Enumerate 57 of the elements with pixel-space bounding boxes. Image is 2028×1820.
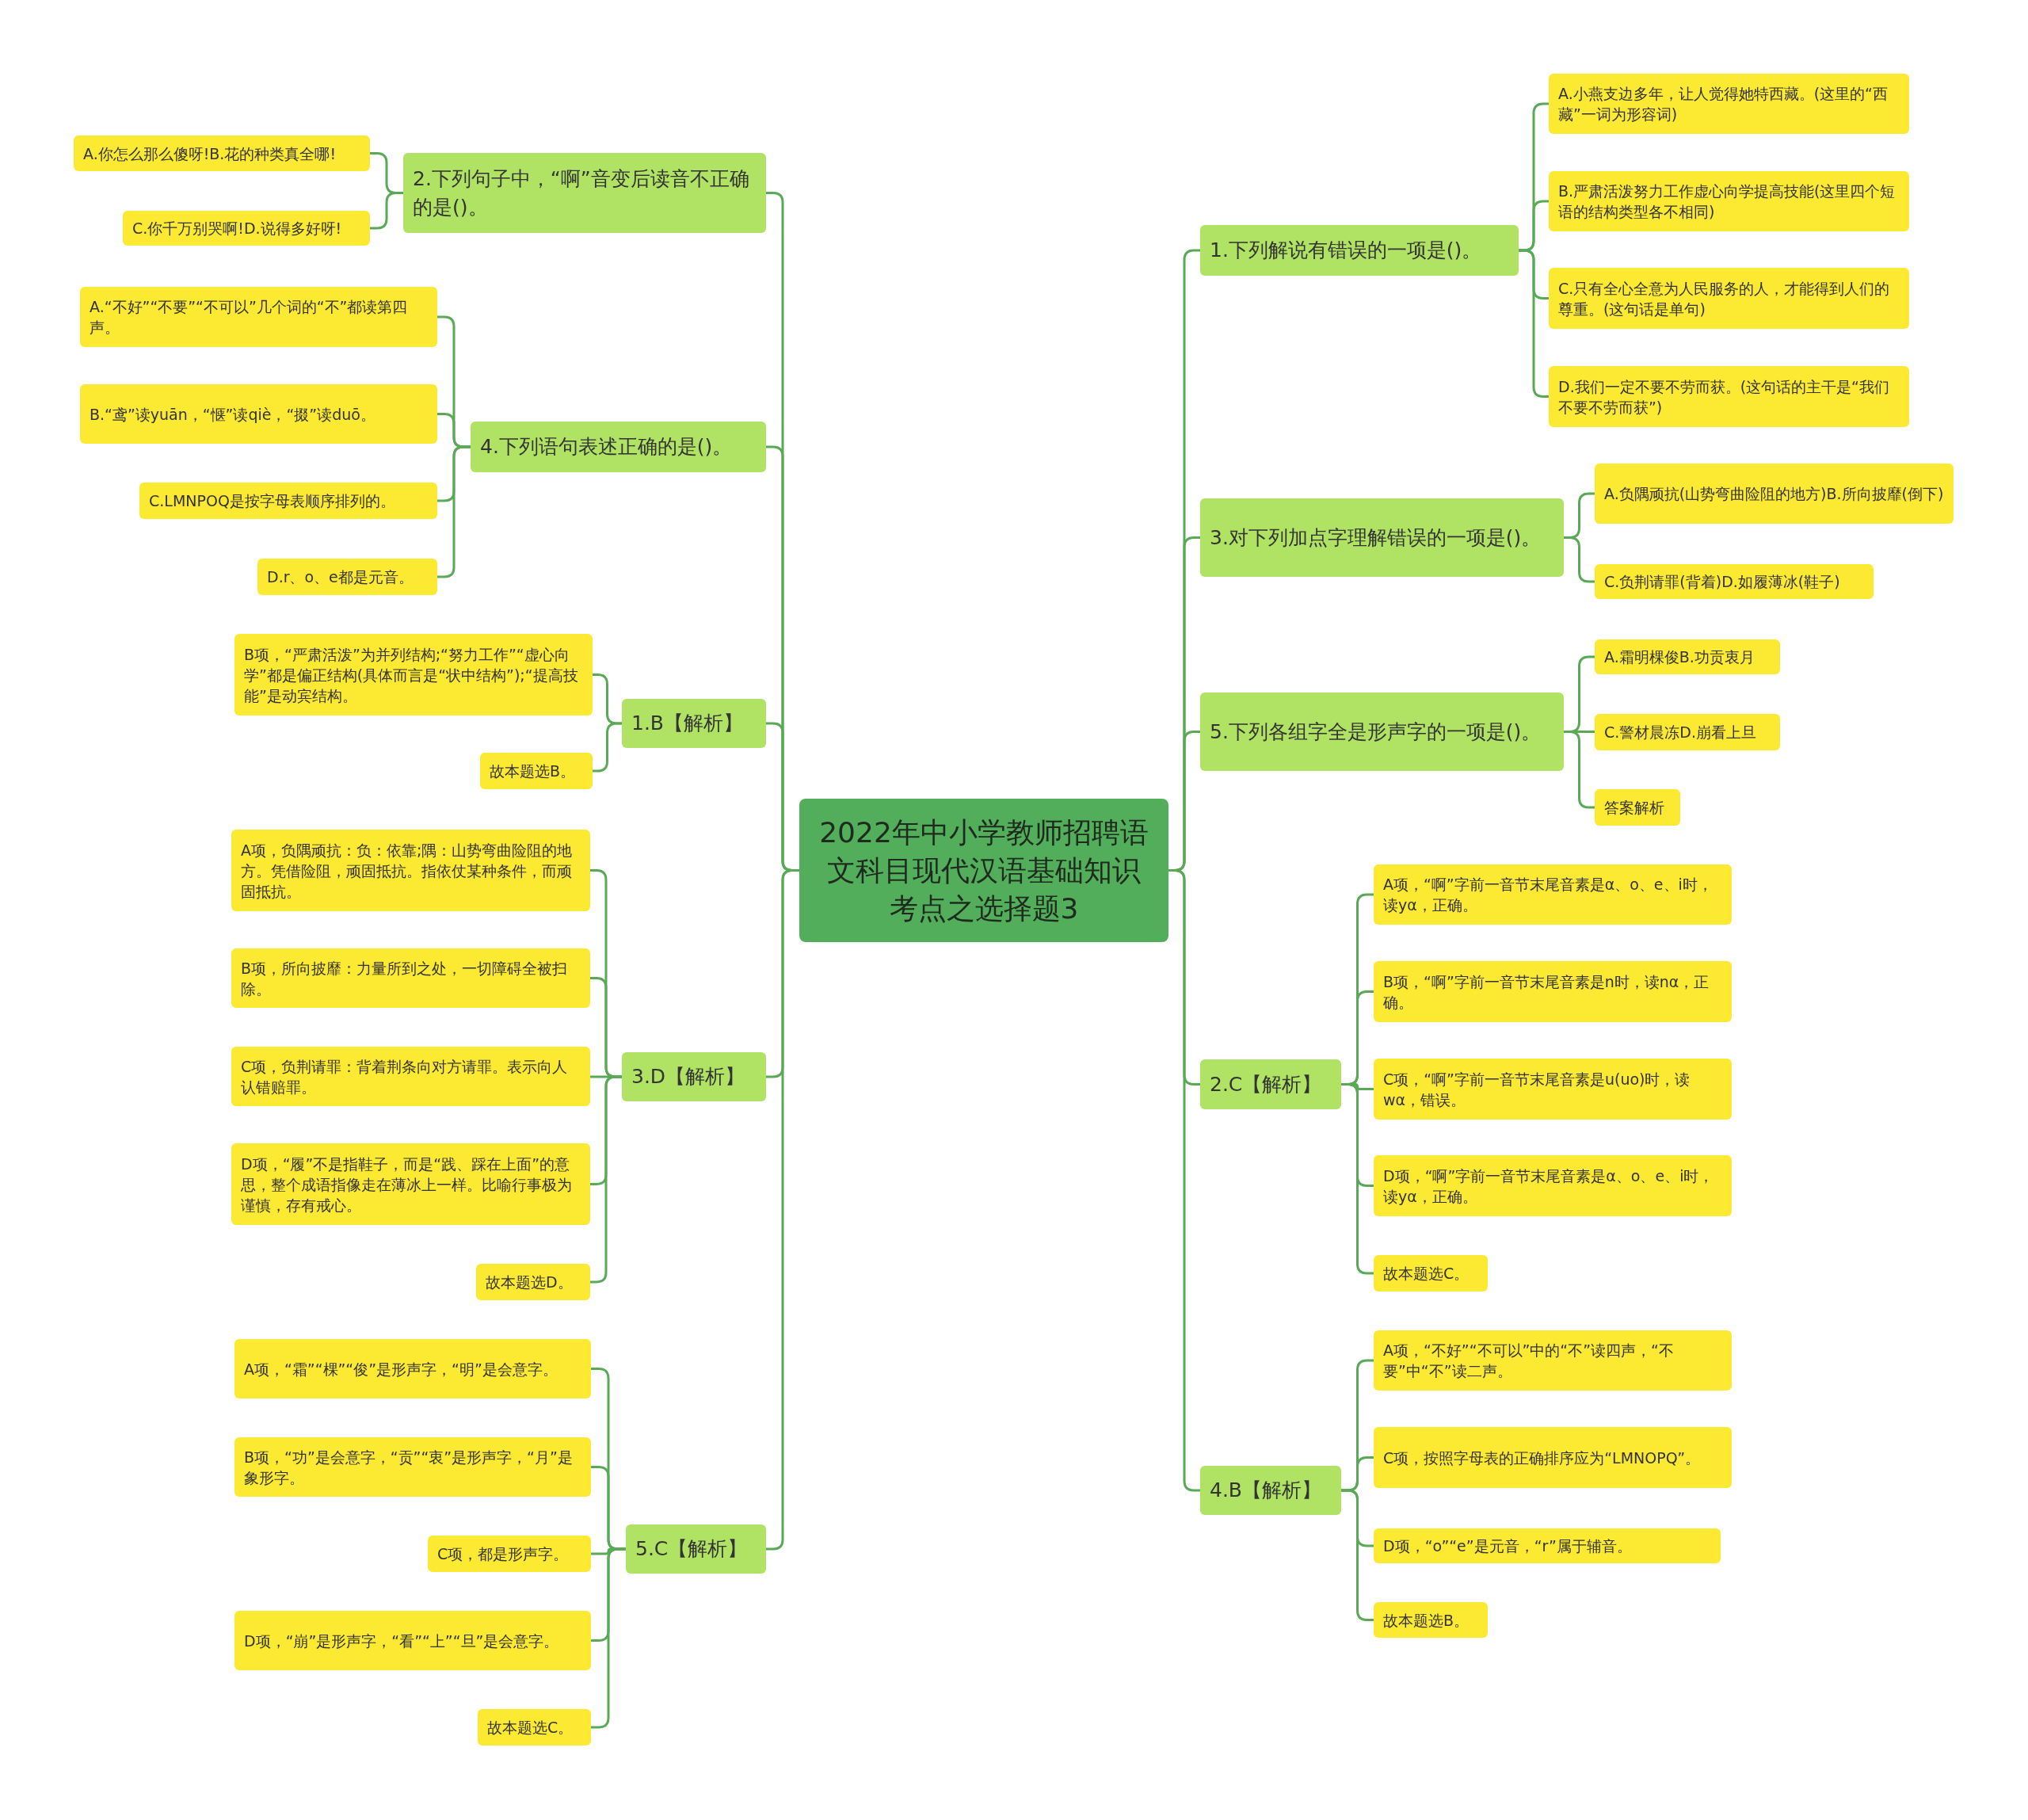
connector-line bbox=[1341, 1489, 1374, 1621]
answer-box: C.警材晨冻D.崩看上旦 bbox=[1595, 714, 1780, 750]
answer-box: D项，“履”不是指鞋子，而是“践、踩在上面”的意思，整个成语指像走在薄冰上一样。比喻行事极为谨慎，存有戒心。 bbox=[231, 1143, 590, 1225]
answer-box: A.小燕支边多年，让人觉得她特西藏。(这里的“西藏”一词为形容词) bbox=[1549, 74, 1909, 134]
connector-line bbox=[593, 722, 622, 773]
answer-box: B项，所向披靡：力量所到之处，一切障碍全被扫除。 bbox=[231, 948, 590, 1008]
answer-box: B项，“功”是会意字，“贡”“衷”是形声字，“月”是象形字。 bbox=[234, 1437, 591, 1497]
connector-line bbox=[1341, 1083, 1374, 1275]
answer-box: 故本题选D。 bbox=[476, 1264, 590, 1300]
answer-box: A项，负隅顽抗：负：依靠;隅：山势弯曲险阻的地方。凭借险阻，顽固抵抗。指依仗某种条件，而顽固抵抗。 bbox=[231, 830, 590, 911]
answer-box: 故本题选B。 bbox=[480, 753, 593, 789]
answer-box: C.负荆请罪(背着)D.如履薄冰(鞋子) bbox=[1595, 564, 1874, 599]
answer-box: A.你怎么那么傻呀!B.花的种类真全哪! bbox=[74, 135, 370, 171]
connector-line bbox=[1564, 731, 1595, 809]
answer-box: C项，按照字母表的正确排序应为“LMNOPQ”。 bbox=[1374, 1427, 1732, 1488]
answer-box: 故本题选C。 bbox=[478, 1709, 591, 1746]
answer-box: B.严肃活泼努力工作虚心向学提高技能(这里四个短语的结构类型各不相同) bbox=[1549, 171, 1909, 231]
answer-box: C.只有全心全意为人民服务的人，才能得到人们的尊重。(这句话是单句) bbox=[1549, 268, 1909, 329]
answer-box: A项，“不好”“不可以”中的“不”读四声，“不要”中“不”读二声。 bbox=[1374, 1330, 1732, 1391]
answer-box: C项，“啊”字前一音节末尾音素是u(uo)时，读wα，错误。 bbox=[1374, 1059, 1732, 1120]
answer-box: 故本题选C。 bbox=[1374, 1255, 1488, 1292]
answer-box: B项，“啊”字前一音节末尾音素是n时，读nα，正确。 bbox=[1374, 961, 1732, 1022]
question-box: 1.下列解说有错误的一项是()。 bbox=[1200, 225, 1519, 276]
answer-box: C项，都是形声字。 bbox=[428, 1536, 591, 1572]
answer-box: D项，“崩”是形声字，“看”“上”“旦”是会意字。 bbox=[234, 1611, 591, 1670]
question-box: 5.下列各组字全是形声字的一项是()。 bbox=[1200, 693, 1564, 771]
question-box: 2.下列句子中，“啊”音变后读音不正确的是()。 bbox=[403, 153, 766, 233]
answer-box: 答案解析 bbox=[1595, 789, 1680, 826]
connector-line bbox=[1519, 249, 1549, 398]
question-box: 3.D【解析】 bbox=[622, 1052, 766, 1101]
connector-line bbox=[591, 1547, 626, 1729]
connector-line bbox=[1564, 536, 1595, 583]
question-box: 5.C【解析】 bbox=[626, 1524, 766, 1574]
question-box: 4.B【解析】 bbox=[1200, 1466, 1341, 1515]
root-topic-box: 2022年中小学教师招聘语文科目现代汉语基础知识考点之选择题3 bbox=[799, 799, 1168, 942]
connector-line bbox=[437, 445, 471, 578]
answer-box: D项，“啊”字前一音节末尾音素是α、o、e、i时，读yα，正确。 bbox=[1374, 1155, 1732, 1216]
answer-box: D项，“o”“e”是元音，“r”属于辅音。 bbox=[1374, 1528, 1721, 1563]
connector-line bbox=[590, 1075, 622, 1284]
answer-box: A项，“啊”字前一音节末尾音素是α、o、e、i时，读yα，正确。 bbox=[1374, 864, 1732, 925]
connector-line bbox=[370, 192, 403, 230]
answer-box: C项，负荆请罪：背着荆条向对方请罪。表示向人认错赔罪。 bbox=[231, 1047, 590, 1106]
answer-box: A.“不好”“不要”“不可以”几个词的“不”都读第四声。 bbox=[80, 287, 437, 347]
answer-box: 故本题选B。 bbox=[1374, 1602, 1488, 1638]
answer-box: B项，“严肃活泼”为并列结构;“努力工作”“虚心向学”都是偏正结构(具体而言是“状中结构”);“提高技能”是动宾结构。 bbox=[234, 634, 593, 715]
answer-box: C.你千万别哭啊!D.说得多好呀! bbox=[123, 211, 370, 246]
answer-box: A.霜明棵俊B.功贡衷月 bbox=[1595, 639, 1780, 674]
answer-box: C.LMNPOQ是按字母表顺序排列的。 bbox=[139, 483, 437, 519]
question-box: 3.对下列加点字理解错误的一项是()。 bbox=[1200, 498, 1564, 577]
answer-box: B.“鸢”读yuān，“惬”读qiè，“掇”读duō。 bbox=[80, 384, 437, 444]
answer-box: D.我们一定不要不劳而获。(这句话的主干是“我们不要不劳而获”) bbox=[1549, 366, 1909, 427]
answer-box: A项，“霜”“棵”“俊”是形声字，“明”是会意字。 bbox=[234, 1339, 591, 1398]
answer-box: A.负隅顽抗(山势弯曲险阻的地方)B.所向披靡(倒下) bbox=[1595, 464, 1954, 524]
question-box: 4.下列语句表述正确的是()。 bbox=[471, 422, 766, 472]
answer-box: D.r、o、e都是元音。 bbox=[257, 559, 437, 595]
question-box: 1.B【解析】 bbox=[622, 699, 766, 748]
question-box: 2.C【解析】 bbox=[1200, 1059, 1341, 1109]
